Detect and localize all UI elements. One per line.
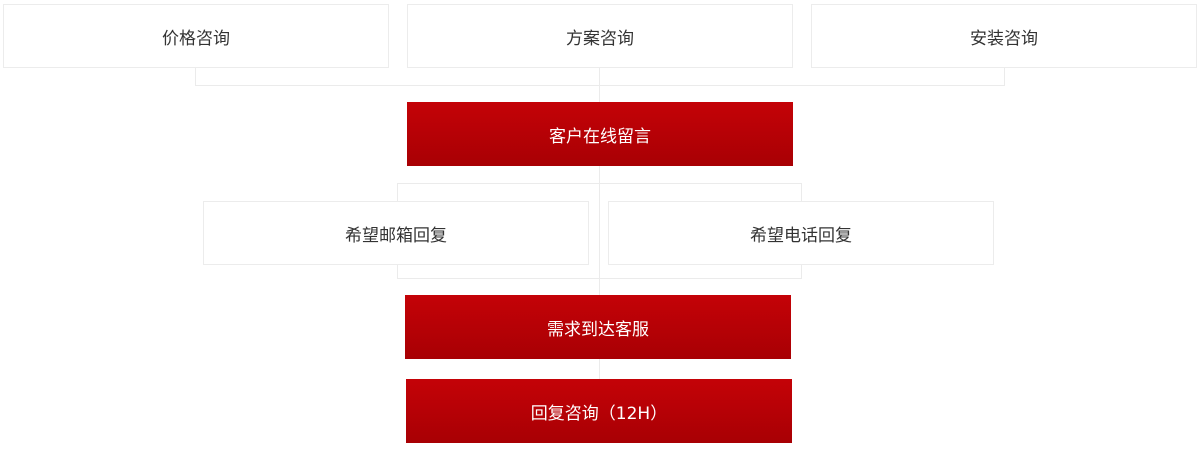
- email-reply-label: 希望邮箱回复: [345, 225, 447, 246]
- plan-consult-label: 方案咨询: [566, 28, 634, 49]
- phone-reply-label: 希望电话回复: [750, 225, 852, 246]
- customer-message-step[interactable]: 客户在线留言: [407, 102, 793, 166]
- install-consult-label: 安装咨询: [970, 28, 1038, 49]
- connector-top-left-drop: [195, 67, 196, 86]
- email-reply-box[interactable]: 希望邮箱回复: [203, 201, 589, 265]
- phone-reply-box[interactable]: 希望电话回复: [608, 201, 994, 265]
- request-service-step[interactable]: 需求到达客服: [405, 295, 791, 359]
- plan-consult-box[interactable]: 方案咨询: [407, 4, 793, 68]
- connector-top-right-drop: [1004, 67, 1005, 86]
- price-consult-box[interactable]: 价格咨询: [3, 4, 389, 68]
- customer-message-label: 客户在线留言: [549, 126, 651, 147]
- request-service-label: 需求到达客服: [547, 319, 649, 340]
- reply-consult-label: 回复咨询（12H）: [530, 403, 668, 424]
- connector-mid-bottom-horizontal: [397, 278, 802, 279]
- install-consult-box[interactable]: 安装咨询: [811, 4, 1197, 68]
- reply-consult-step[interactable]: 回复咨询（12H）: [406, 379, 792, 443]
- connector-top-horizontal: [195, 85, 1005, 86]
- connector-mid-top-horizontal: [397, 183, 802, 184]
- price-consult-label: 价格咨询: [162, 28, 230, 49]
- connector-center-spine: [599, 67, 600, 443]
